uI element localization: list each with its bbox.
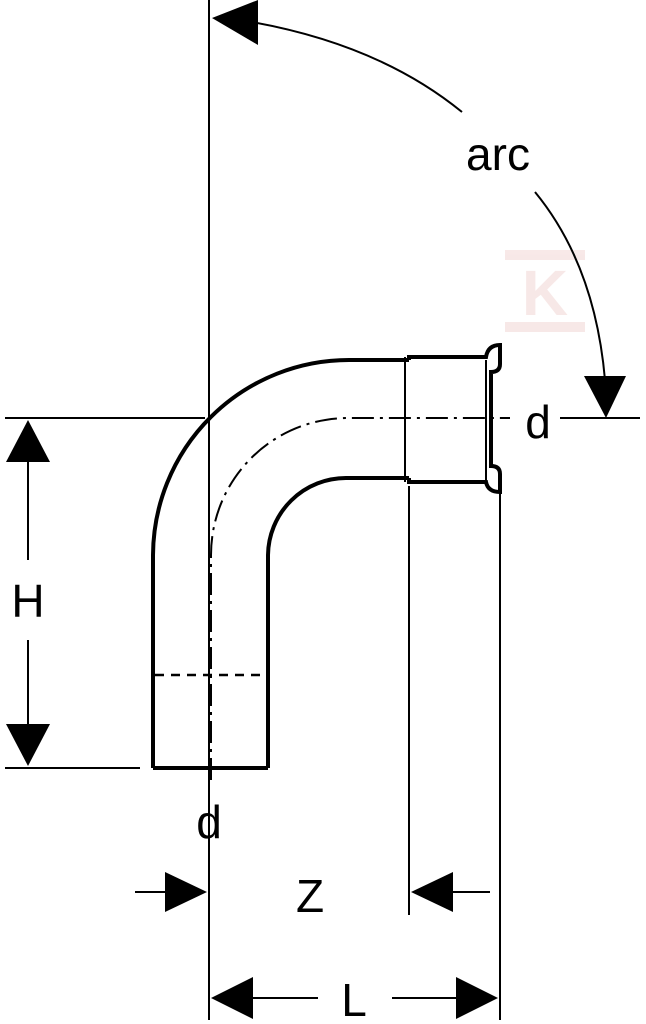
l-label: L — [341, 974, 367, 1024]
bend-centerline — [210, 417, 510, 780]
inlet-diameter-label: d — [196, 796, 222, 848]
pipe-outer-wall — [151, 358, 409, 768]
z-arrow-left-icon — [165, 872, 207, 912]
pipe-bend-outline — [151, 358, 409, 770]
l-arrow-right-icon — [456, 977, 498, 1019]
watermark-letter: K — [522, 257, 568, 329]
h-arrow-bottom-icon — [6, 724, 50, 766]
z-label: Z — [296, 870, 324, 922]
l-arrow-left-icon — [211, 977, 253, 1019]
z-arrow-right-icon — [411, 872, 453, 912]
arc-arrow-bottom-icon — [584, 376, 626, 418]
arc-arrow-top-icon — [212, 0, 258, 45]
arc-label: arc — [466, 128, 530, 180]
pipe-inner-wall — [266, 476, 409, 768]
arc-dimension-curve-lower — [534, 191, 606, 381]
outlet-diameter-label: d — [525, 396, 551, 448]
arc-dimension-curve-upper — [251, 21, 463, 113]
h-arrow-top-icon — [6, 420, 50, 462]
watermark-logo: K — [505, 250, 585, 332]
h-label: H — [11, 575, 44, 627]
